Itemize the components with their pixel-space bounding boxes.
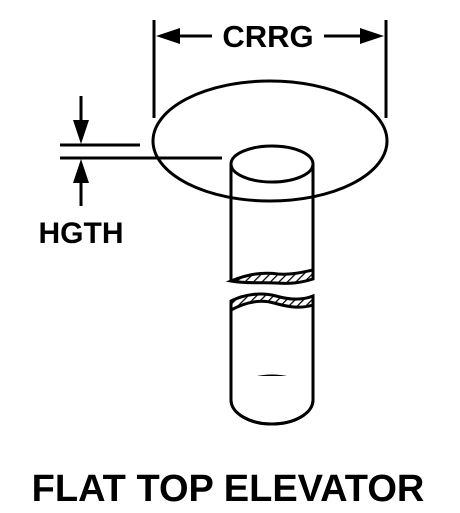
width-arrowhead-right: [360, 28, 384, 44]
lower-shaft-bottom-front-edge: [229, 399, 315, 426]
lower-break-section: [229, 292, 315, 313]
width-arrowhead-left: [156, 28, 180, 44]
upper-shaft-top-end: [229, 144, 315, 184]
lower-shaft: [229, 305, 315, 400]
diagram-caption: FLAT TOP ELEVATOR: [32, 468, 425, 510]
height-label: HGTH: [39, 217, 124, 250]
lower-shaft-mask: [232, 376, 312, 400]
flat-top-disc: [151, 79, 389, 203]
height-arrowhead-top: [73, 120, 89, 144]
upper-shaft: [229, 164, 315, 281]
height-arrowhead-bottom: [73, 159, 89, 183]
upper-break-section: [225, 268, 315, 285]
width-label: CRRG: [222, 19, 313, 54]
